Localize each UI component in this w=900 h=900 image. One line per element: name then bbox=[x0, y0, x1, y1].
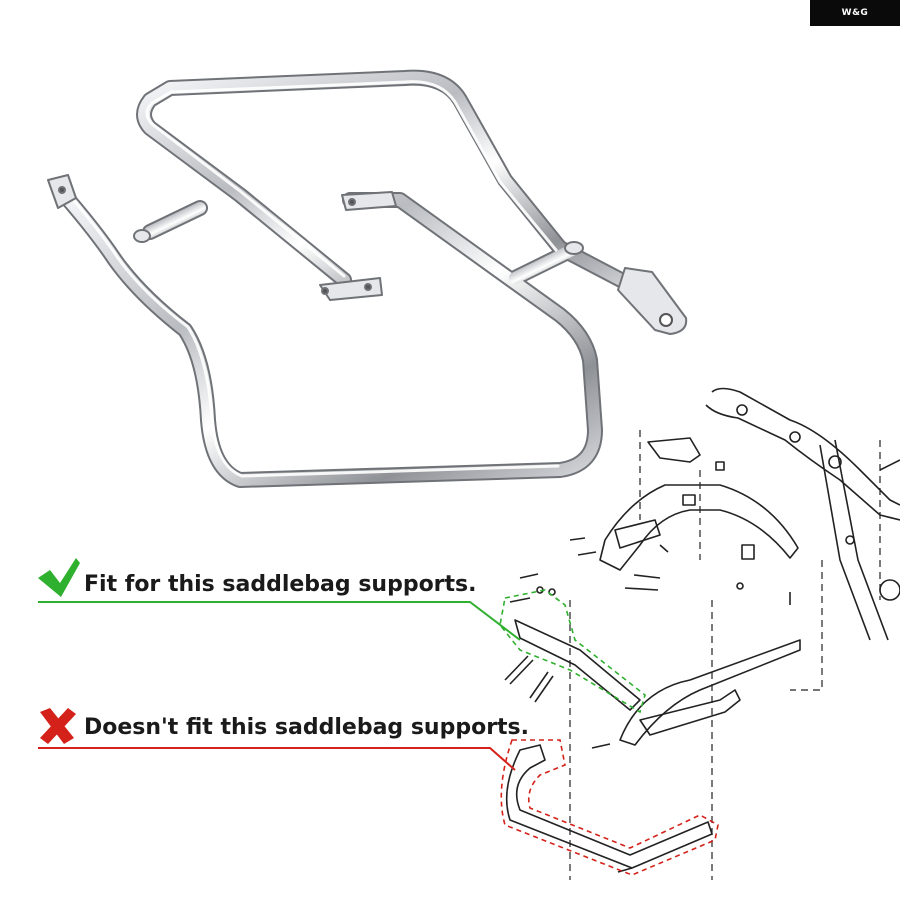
fit-highlight bbox=[499, 589, 646, 714]
x-mark-icon bbox=[40, 708, 76, 744]
fit-leader-line bbox=[38, 601, 521, 641]
nofit-label: Doesn't fit this saddlebag supports. bbox=[84, 715, 530, 740]
brand-logo: W&G bbox=[810, 0, 900, 26]
exploded-diagram bbox=[504, 387, 900, 880]
brand-text: W&G bbox=[841, 8, 869, 18]
nofit-highlight bbox=[500, 739, 719, 876]
chrome-bracket bbox=[47, 69, 688, 488]
check-mark-icon bbox=[38, 558, 80, 597]
fit-label: Fit for this saddlebag supports. bbox=[84, 572, 477, 597]
nofit-leader-line bbox=[38, 747, 516, 771]
